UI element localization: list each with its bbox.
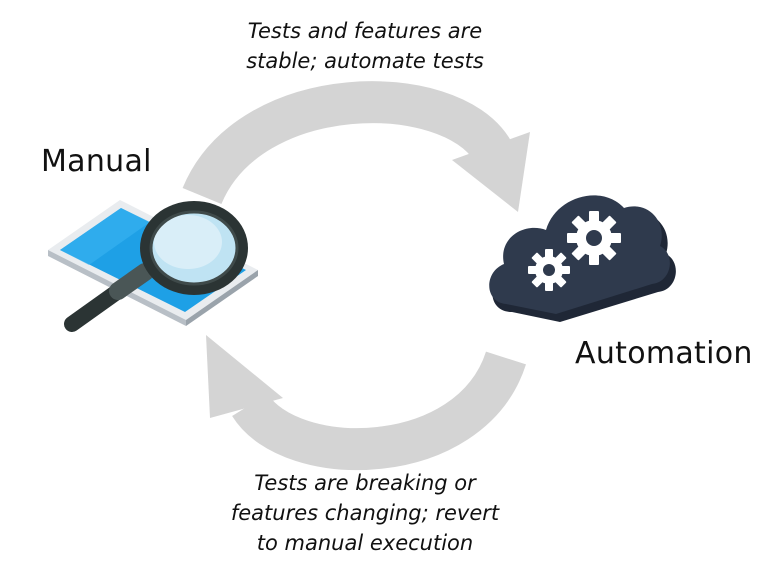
bottom-caption-line-2: features changing; revert — [230, 501, 500, 525]
top-caption: Tests and features are stable; automate … — [190, 16, 540, 76]
bottom-caption-line-1: Tests are breaking or — [254, 471, 476, 495]
top-caption-line-2: stable; automate tests — [246, 49, 484, 73]
tablet-magnifier-icon — [48, 200, 258, 332]
top-caption-line-1: Tests and features are — [247, 19, 483, 43]
cloud-gears-icon — [489, 195, 676, 322]
bottom-caption: Tests are breaking or features changing;… — [175, 468, 555, 558]
manual-label: Manual — [41, 144, 152, 179]
automation-label: Automation — [575, 336, 753, 371]
cycle-arrow-top — [182, 81, 530, 212]
bottom-caption-line-3: to manual execution — [256, 531, 474, 555]
cycle-arrow-bottom — [206, 335, 526, 470]
